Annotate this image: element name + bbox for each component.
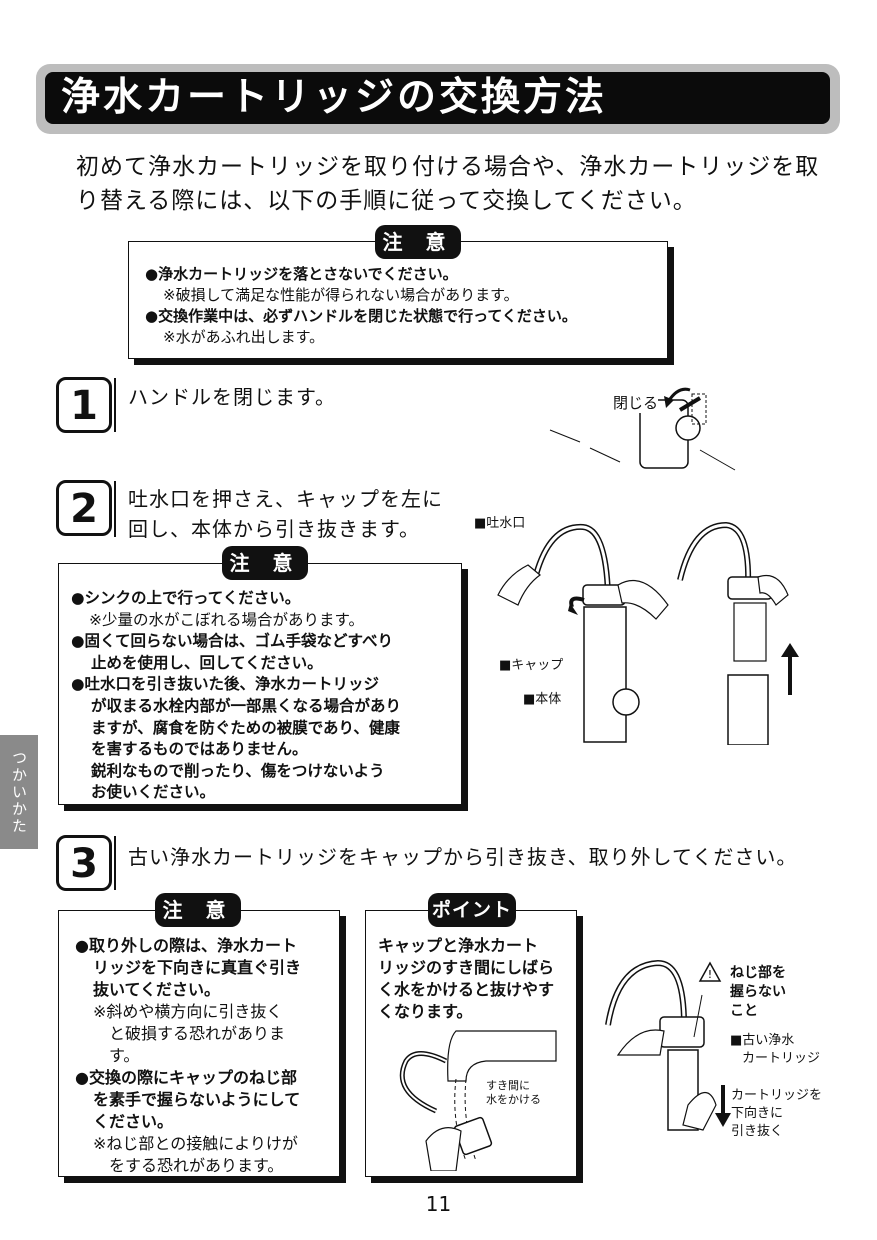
svg-text:!: ! bbox=[708, 968, 712, 981]
caution-item: お使いください。 bbox=[91, 783, 216, 802]
step-divider bbox=[114, 836, 120, 890]
spout-label: ■吐水口 bbox=[474, 516, 526, 531]
pull-line: 下向きに bbox=[731, 1106, 784, 1121]
caution-item: 止めを使用し、回してください。 bbox=[91, 653, 323, 672]
step-number-3: 3 bbox=[56, 835, 112, 891]
pull-line: 引き抜く bbox=[731, 1124, 784, 1139]
caution-item: ●吐水口を引き抜いた後、浄水カートリッジ bbox=[71, 675, 380, 694]
point-box-step3: キャップと浄水カート リッジのすき間にしばら く水をかけると抜けやす くなります… bbox=[365, 910, 577, 1177]
step-divider bbox=[114, 481, 120, 537]
caution-note: す。 bbox=[109, 1046, 140, 1065]
step2-illustration bbox=[497, 521, 799, 745]
pull-down-label: カートリッジを 下向きに 引き抜く bbox=[731, 1087, 822, 1141]
caution-note: と破損する恐れがありま bbox=[109, 1024, 286, 1043]
caution-item: ●交換の際にキャップのねじ部 bbox=[75, 1068, 297, 1087]
caution-item: を害するものではありません。 bbox=[91, 740, 308, 759]
caution-item: ●固くて回らない場合は、ゴム手袋などすべり bbox=[71, 632, 393, 651]
caution-item: ください。 bbox=[93, 1112, 174, 1131]
gap-label: すき間に 水をかける bbox=[486, 1079, 541, 1107]
caution-item: ●浄水カートリッジを落とさないでください。 bbox=[145, 265, 458, 283]
caution-box-step3: ●取り外しの際は、浄水カート リッジを下向きに真直ぐ引き 抜いてください。 ※斜… bbox=[58, 910, 340, 1177]
gap-label-line: 水をかける bbox=[486, 1093, 541, 1106]
caution-item: が収まる水栓内部が一部黒くなる場合があり bbox=[91, 696, 402, 715]
caution-item: ●シンクの上で行ってください。 bbox=[71, 589, 301, 607]
intro-line: り替える際には、以下の手順に従って交換してください。 bbox=[76, 188, 697, 214]
caution-note: ※水があふれ出します。 bbox=[163, 328, 325, 346]
step1-close-label: 閉じる bbox=[613, 392, 659, 413]
point-line: キャップと浄水カート bbox=[378, 936, 539, 955]
side-section-tab: つかいかた bbox=[0, 735, 38, 849]
thread-warning-label: ねじ部を 握らない こと bbox=[730, 964, 786, 1021]
point-line: く水をかけると抜けやす bbox=[378, 980, 555, 999]
step-3-text: 古い浄水カートリッジをキャップから引き抜き、取り外してください。 bbox=[128, 842, 797, 872]
point-tag: ポイント bbox=[428, 893, 516, 927]
point-illustration bbox=[399, 1030, 557, 1171]
intro-text: 初めて浄水カートリッジを取り付ける場合や、浄水カートリッジを取 り替える際には、… bbox=[76, 150, 820, 218]
step-1-text: ハンドルを閉じます。 bbox=[128, 382, 336, 412]
old-cartridge-line: カートリッジ bbox=[742, 1051, 821, 1066]
body-label: ■本体 bbox=[523, 692, 562, 707]
step-number-2: 2 bbox=[56, 480, 112, 536]
caution-box-top: ●浄水カートリッジを落とさないでください。 ※破損して満足な性能が得られない場合… bbox=[128, 241, 668, 359]
pull-line: カートリッジを bbox=[731, 1088, 823, 1103]
warning-line: こと bbox=[730, 1003, 758, 1019]
page-number: 11 bbox=[425, 1192, 452, 1216]
point-line: リッジのすき間にしばら bbox=[378, 958, 555, 977]
caution-box-step2: ●シンクの上で行ってください。 ※少量の水がこぼれる場合があります。 ●固くて回… bbox=[58, 563, 462, 805]
caution-note: ※破損して満足な性能が得られない場合があります。 bbox=[163, 286, 519, 304]
caution-item: を素手で握らないようにして bbox=[93, 1090, 301, 1109]
caution-item: ますが、腐食を防ぐための被膜であり、健康 bbox=[91, 718, 400, 737]
step3-illustration: ! bbox=[605, 959, 731, 1131]
step-number-1: 1 bbox=[56, 377, 112, 433]
intro-line: 初めて浄水カートリッジを取り付ける場合や、浄水カートリッジを取 bbox=[76, 154, 820, 180]
point-line: くなります。 bbox=[378, 1002, 473, 1021]
caution-tag: 注 意 bbox=[375, 225, 461, 259]
caution-note: ※少量の水がこぼれる場合があります。 bbox=[89, 610, 364, 629]
gap-label-line: すき間に bbox=[486, 1079, 530, 1092]
caution-item: 抜いてください。 bbox=[93, 980, 221, 999]
caution-note: ※ねじ部との接触によりけが bbox=[93, 1134, 298, 1153]
caution-item: リッジを下向きに真直ぐ引き bbox=[93, 958, 302, 977]
step-2-text: 吐水口を押さえ、キャップを左に 回し、本体から引き抜きます。 bbox=[128, 484, 443, 544]
old-cartridge-label: ■古い浄水 カートリッジ bbox=[730, 1032, 820, 1068]
caution-tag: 注 意 bbox=[222, 546, 308, 580]
step1-illustration bbox=[549, 387, 736, 471]
step-divider bbox=[114, 378, 120, 432]
step-2-line: 吐水口を押さえ、キャップを左に bbox=[128, 487, 443, 511]
page-title: 浄水カートリッジの交換方法 bbox=[45, 72, 830, 124]
caution-tag: 注 意 bbox=[155, 893, 241, 927]
caution-item: ●取り外しの際は、浄水カート bbox=[75, 936, 297, 955]
caution-item: 鋭利なもので削ったり、傷をつけないよう bbox=[91, 761, 385, 780]
warning-line: ねじ部を bbox=[730, 965, 786, 981]
warning-line: 握らない bbox=[730, 984, 786, 1000]
caution-item: ●交換作業中は、必ずハンドルを閉じた状態で行ってください。 bbox=[145, 307, 577, 325]
old-cartridge-line: ■古い浄水 bbox=[730, 1033, 795, 1048]
step-2-line: 回し、本体から引き抜きます。 bbox=[128, 517, 420, 541]
caution-note: ※斜めや横方向に引き抜く bbox=[93, 1002, 283, 1021]
step-3-line: 古い浄水カートリッジをキャップから引き抜き、取り外してください。 bbox=[128, 845, 798, 869]
cap-label: ■キャップ bbox=[499, 658, 564, 673]
step-1-line: ハンドルを閉じます。 bbox=[128, 385, 336, 409]
caution-note: をする恐れがあります。 bbox=[109, 1156, 284, 1175]
